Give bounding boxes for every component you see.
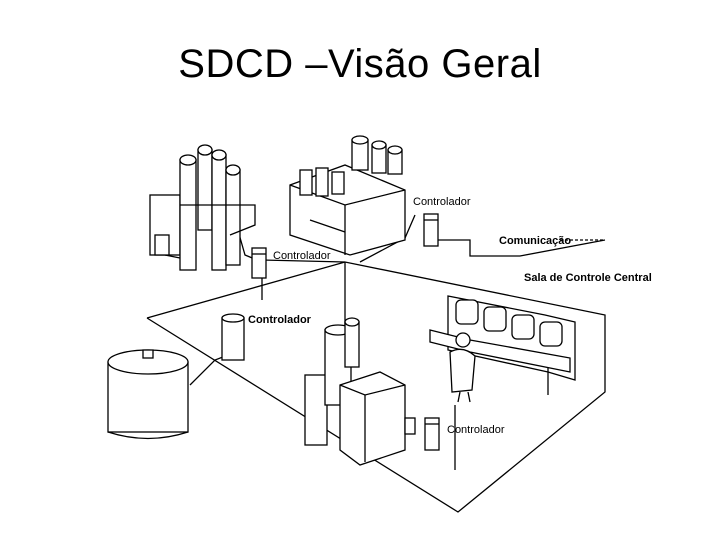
label-controller-middle: Controlador — [248, 314, 312, 326]
controller-cabinet-bottom — [424, 417, 440, 451]
label-controller-top: Controlador — [413, 196, 471, 208]
label-communication: Comunicação — [499, 235, 571, 247]
process-unit-bottom-middle — [304, 317, 416, 466]
process-unit-top-middle — [289, 135, 406, 256]
label-controller-left: Controlador — [273, 250, 331, 262]
slide-title: SDCD –Visão Geral — [178, 42, 542, 86]
controller-cabinet-left — [251, 247, 267, 279]
label-central-control-room: Sala de Controle Central — [524, 272, 652, 284]
label-controller-bottom: Controlador — [447, 424, 505, 436]
storage-tank — [107, 349, 189, 440]
controller-cabinet-middle — [221, 313, 245, 361]
process-unit-top-left — [149, 144, 256, 271]
central-control-console — [429, 295, 576, 403]
controller-cabinet-top — [423, 213, 439, 247]
